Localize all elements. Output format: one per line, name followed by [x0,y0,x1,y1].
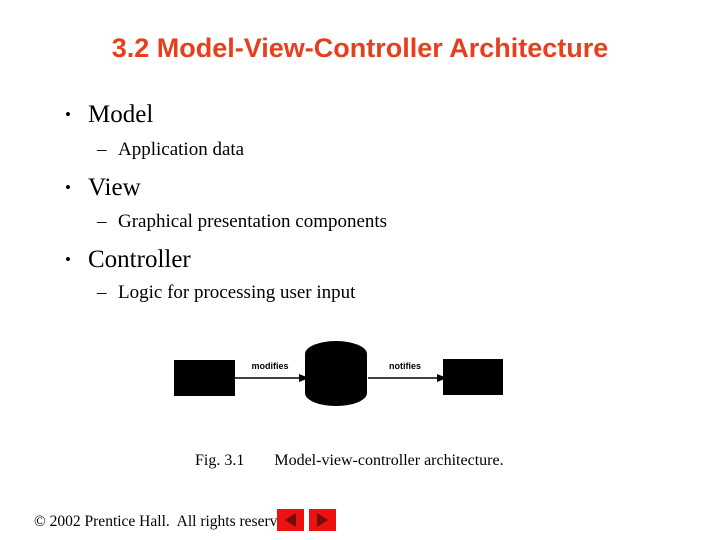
sub-bullet-application-data: –Application data [97,139,245,161]
next-slide-button[interactable] [309,509,336,531]
sub-bullet-graphical-components: –Graphical presentation components [97,211,388,233]
bullet-icon: • [65,250,71,269]
dash-icon: – [97,139,107,160]
bullet-label: View [88,174,141,201]
previous-slide-icon [285,513,296,527]
figure-caption: Fig. 3.1 Model-view-controller architectu… [187,434,504,470]
dash-icon: – [97,211,107,232]
previous-slide-button[interactable] [277,509,304,531]
bullet-icon: • [65,105,71,124]
modifies-label: modifies [251,361,288,371]
controller-box [174,360,235,396]
bullet-item-controller: • Controller [65,246,191,274]
figure-caption-text: Model-view-controller architecture. [274,452,504,469]
bullet-label: Controller [88,246,191,273]
bullet-icon: • [65,178,71,197]
figure-number: Fig. 3.1 [195,452,245,469]
sub-bullet-user-input-logic: –Logic for processing user input [97,282,356,304]
model-cylinder [305,341,367,406]
next-slide-icon [317,513,328,527]
modifies-arrowhead-icon [299,374,309,382]
bullet-label: Model [88,101,154,128]
notifies-label: notifies [389,361,421,371]
bullet-item-view: • View [65,174,141,202]
copyright-notice: © 2002 Prentice Hall. All rights reserve… [34,513,296,530]
dash-icon: – [97,282,107,303]
sub-bullet-label: Graphical presentation components [118,211,388,232]
view-box [443,359,503,395]
mvc-diagram: modifies notifies [174,341,503,406]
notifies-arrowhead-icon [437,374,447,382]
bullet-item-model: • Model [65,101,153,129]
page-title: 3.2 Model-View-Controller Architecture [111,33,609,63]
sub-bullet-label: Logic for processing user input [118,282,356,303]
sub-bullet-label: Application data [118,139,245,160]
